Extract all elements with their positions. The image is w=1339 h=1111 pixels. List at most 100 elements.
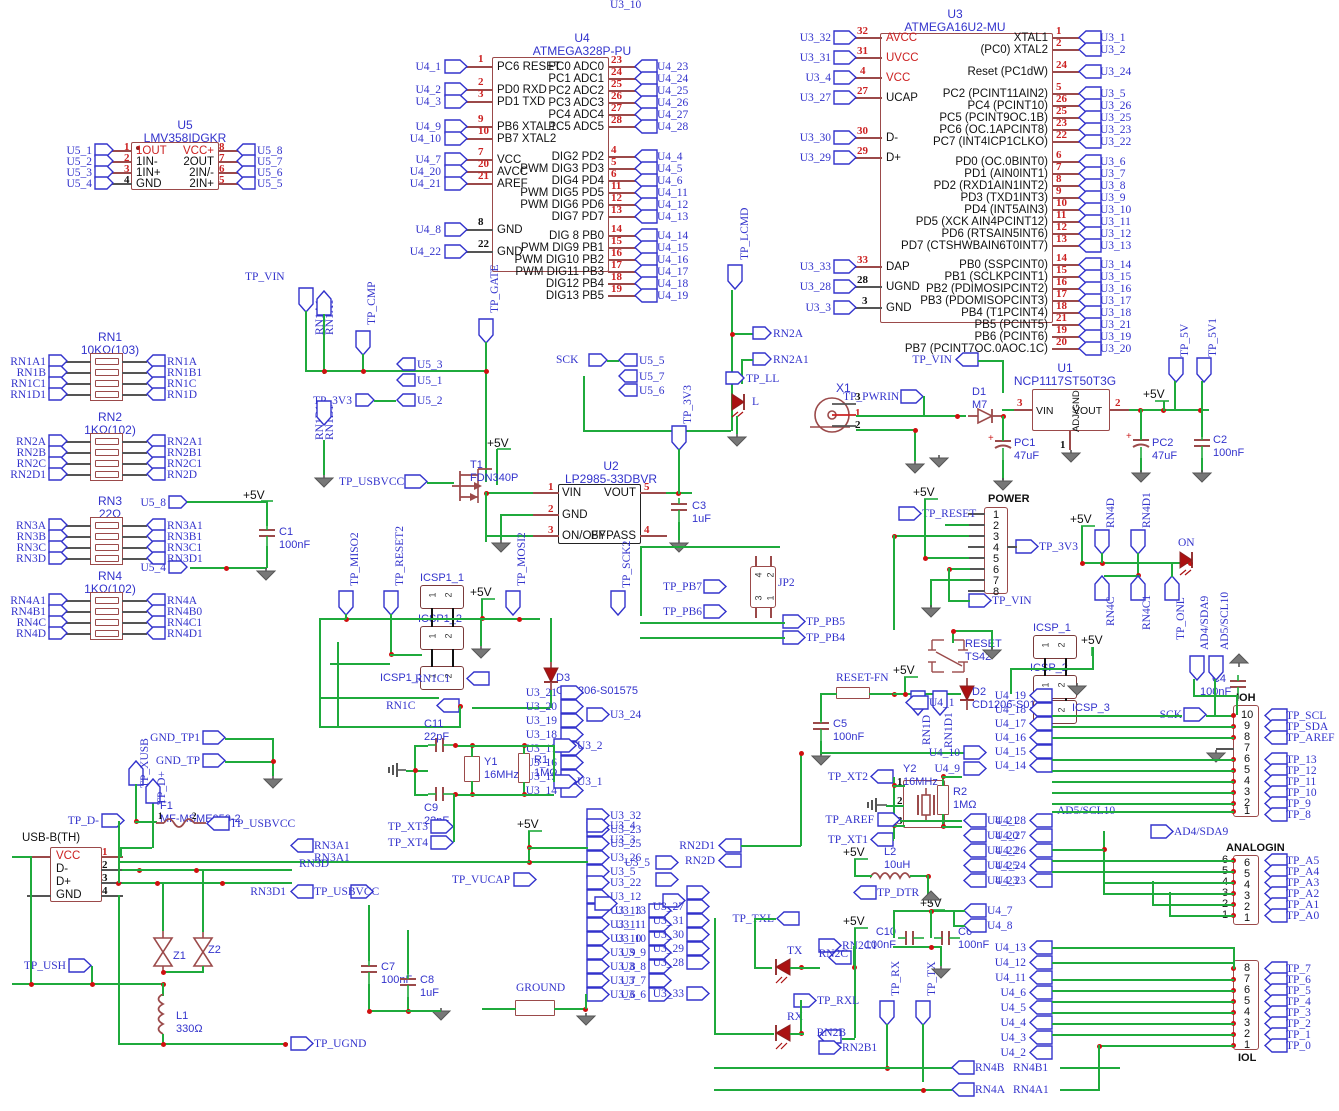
port-u4-14[interactable] bbox=[633, 228, 658, 243]
port-u3-33[interactable] bbox=[833, 259, 858, 274]
port-u4-4c[interactable] bbox=[1028, 1015, 1053, 1030]
port-u3-12[interactable] bbox=[1077, 226, 1102, 241]
port-u3-2c[interactable] bbox=[553, 738, 578, 753]
port-rn4d[interactable] bbox=[48, 626, 68, 641]
port-tp-xt1[interactable] bbox=[869, 832, 894, 847]
port-u5-1b[interactable] bbox=[396, 373, 416, 388]
port-rn2a-b[interactable] bbox=[752, 326, 772, 341]
port-u4-12c[interactable] bbox=[1028, 955, 1053, 970]
port-u3-12b[interactable] bbox=[586, 917, 611, 932]
analogin-body[interactable] bbox=[1233, 855, 1259, 925]
port-u4-7c[interactable] bbox=[962, 903, 987, 918]
port-u4-25c[interactable] bbox=[962, 858, 987, 873]
port-rn1c[interactable] bbox=[146, 376, 166, 391]
port-u4-6c[interactable] bbox=[1028, 985, 1053, 1000]
port-u3-33e[interactable] bbox=[686, 986, 711, 1001]
port-rn4b0[interactable] bbox=[146, 604, 166, 619]
port-ad5-scl10[interactable] bbox=[1208, 655, 1224, 682]
port-rn4d[interactable] bbox=[1094, 529, 1110, 556]
port-rn4d1[interactable] bbox=[146, 626, 166, 641]
port-rn3d1[interactable] bbox=[146, 551, 166, 566]
port-u3-9[interactable] bbox=[1077, 190, 1102, 205]
port-u4-26[interactable] bbox=[633, 95, 658, 110]
port-u3-2[interactable] bbox=[1077, 42, 1102, 57]
port-tp-d-plus[interactable] bbox=[145, 777, 161, 804]
port-u4-1[interactable] bbox=[444, 59, 469, 74]
icsp1-3-body[interactable] bbox=[420, 666, 464, 690]
port-u4-13c[interactable] bbox=[1028, 940, 1053, 955]
port-u5-3b[interactable] bbox=[396, 357, 416, 372]
port-u3-31[interactable] bbox=[833, 50, 858, 65]
port-gnd-tp1[interactable] bbox=[202, 730, 227, 745]
port-tp-xt2[interactable] bbox=[869, 769, 894, 784]
port-rn4b1[interactable] bbox=[48, 604, 68, 619]
port-rn4c[interactable] bbox=[1094, 574, 1110, 601]
port-u4-26c[interactable] bbox=[1028, 843, 1053, 858]
port-u3-19b[interactable] bbox=[560, 713, 585, 728]
port-u4-24[interactable] bbox=[633, 71, 658, 86]
port-u3-10c[interactable] bbox=[648, 931, 673, 946]
port-tp-ush[interactable] bbox=[68, 958, 93, 973]
port-tp-5v[interactable] bbox=[1168, 357, 1184, 384]
port-rn4b[interactable] bbox=[950, 1060, 975, 1075]
port-u3-32[interactable] bbox=[833, 30, 858, 45]
port-rn2a1-b[interactable] bbox=[752, 352, 772, 367]
port-u3-9c[interactable] bbox=[648, 945, 673, 960]
port-u3-31e[interactable] bbox=[686, 913, 711, 928]
port-u4-22[interactable] bbox=[444, 244, 469, 259]
port-u4-11c[interactable] bbox=[1028, 970, 1053, 985]
port-u4-16[interactable] bbox=[633, 252, 658, 267]
port-u3-33b[interactable] bbox=[586, 875, 611, 890]
port-tp-pb7[interactable] bbox=[703, 579, 728, 594]
port-u4-10[interactable] bbox=[444, 131, 469, 146]
port-tp-pb4[interactable] bbox=[782, 630, 807, 645]
port-rn1b1[interactable] bbox=[146, 365, 166, 380]
port-u3-5[interactable] bbox=[1077, 86, 1102, 101]
port-rn2b1[interactable] bbox=[146, 445, 166, 460]
port-rn4c1[interactable] bbox=[146, 615, 166, 630]
port-u4-8c[interactable] bbox=[962, 918, 987, 933]
icsp1-1-body[interactable] bbox=[420, 585, 464, 609]
port-u3-18[interactable] bbox=[1077, 305, 1102, 320]
port-u4-18[interactable] bbox=[633, 276, 658, 291]
port-u3-25[interactable] bbox=[1077, 110, 1102, 125]
port-tp-usbvcc-1[interactable] bbox=[404, 474, 429, 489]
port-u3-11c[interactable] bbox=[648, 917, 673, 932]
port-rn4a1[interactable] bbox=[48, 593, 68, 608]
port-rn1a1[interactable] bbox=[48, 354, 68, 369]
port-u4-5[interactable] bbox=[633, 161, 658, 176]
ioh-body[interactable] bbox=[1233, 705, 1259, 817]
port-u5-6[interactable] bbox=[618, 383, 638, 398]
port-u3-7b[interactable] bbox=[586, 973, 611, 988]
port-u4-20[interactable] bbox=[444, 164, 469, 179]
reset-switch-sym[interactable] bbox=[928, 636, 968, 683]
port-u5-3[interactable] bbox=[94, 165, 114, 180]
port-tp-8[interactable] bbox=[1263, 807, 1288, 822]
port-rn4a[interactable] bbox=[950, 1082, 975, 1097]
port-rn3a1[interactable] bbox=[146, 518, 166, 533]
port-u5-2[interactable] bbox=[94, 154, 114, 169]
port-u4-23[interactable] bbox=[633, 59, 658, 74]
port-tp-3v3a[interactable] bbox=[355, 393, 375, 408]
port-u3-8[interactable] bbox=[1077, 178, 1102, 193]
port-rn1b1[interactable] bbox=[316, 400, 332, 427]
port-tp-reset[interactable] bbox=[898, 506, 923, 521]
port-u4-6[interactable] bbox=[633, 173, 658, 188]
port-tp-vin-3[interactable] bbox=[968, 593, 993, 608]
port-rn1d[interactable] bbox=[146, 387, 166, 402]
port-u4-7[interactable] bbox=[444, 152, 469, 167]
port-tp-vin-2[interactable] bbox=[954, 352, 979, 367]
port-u3-29e[interactable] bbox=[686, 941, 711, 956]
port-u3-3[interactable] bbox=[833, 300, 858, 315]
port-u3-col[interactable] bbox=[662, 893, 687, 908]
port-rn1a[interactable] bbox=[146, 354, 166, 369]
port-u3-1c[interactable] bbox=[553, 774, 578, 789]
port-tp-pb5[interactable] bbox=[782, 614, 807, 629]
port-u3-aux[interactable] bbox=[655, 872, 680, 887]
port-u4-10c[interactable] bbox=[963, 745, 988, 760]
port-u3-16[interactable] bbox=[1077, 281, 1102, 296]
port-u3-28e[interactable] bbox=[686, 955, 711, 970]
port-sck-b[interactable] bbox=[1183, 707, 1208, 722]
port-rn3c[interactable] bbox=[48, 540, 68, 555]
port-u4-1b[interactable] bbox=[904, 695, 929, 710]
